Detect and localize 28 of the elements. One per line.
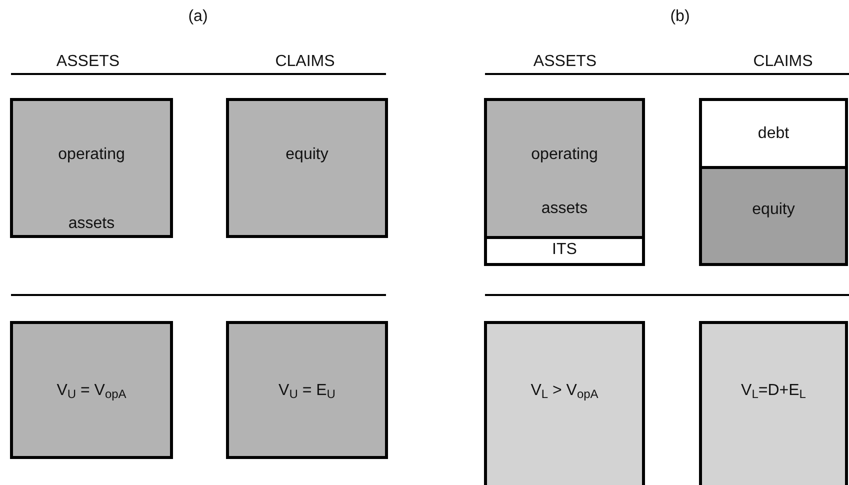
block-label: assets bbox=[68, 216, 115, 232]
column-header: ASSETS bbox=[56, 54, 120, 70]
block-label: ITS bbox=[552, 242, 577, 258]
block-box bbox=[226, 98, 388, 238]
column-header: CLAIMS bbox=[275, 54, 335, 70]
block-box bbox=[484, 236, 645, 266]
block-box bbox=[484, 98, 645, 239]
block-label: V$_{U}$ = V$_{opA}$ bbox=[56, 383, 126, 399]
panel-label: (b) bbox=[670, 9, 690, 25]
block-box bbox=[699, 98, 848, 169]
block-box bbox=[699, 166, 848, 266]
block-box bbox=[10, 321, 173, 459]
block-label: operating bbox=[531, 147, 598, 163]
block-box bbox=[699, 321, 848, 485]
panel-label: (a) bbox=[188, 9, 208, 25]
block-label: operating bbox=[58, 147, 125, 163]
column-header: ASSETS bbox=[533, 54, 597, 70]
column-header: CLAIMS bbox=[753, 54, 813, 70]
block-label: V$_{L}$=D+E$_{L}$ bbox=[741, 383, 806, 399]
block-box bbox=[226, 321, 388, 459]
block-label: debt bbox=[758, 126, 790, 142]
block-label: equity bbox=[286, 147, 328, 163]
block-label: assets bbox=[541, 201, 588, 217]
block-label: V$_{U}$ = E$_{U}$ bbox=[278, 383, 336, 399]
block-label: V$_{L}$ > V$_{opA}$ bbox=[530, 383, 598, 399]
block-label: equity bbox=[752, 202, 795, 218]
block-box bbox=[484, 321, 645, 485]
block-box bbox=[10, 98, 173, 238]
